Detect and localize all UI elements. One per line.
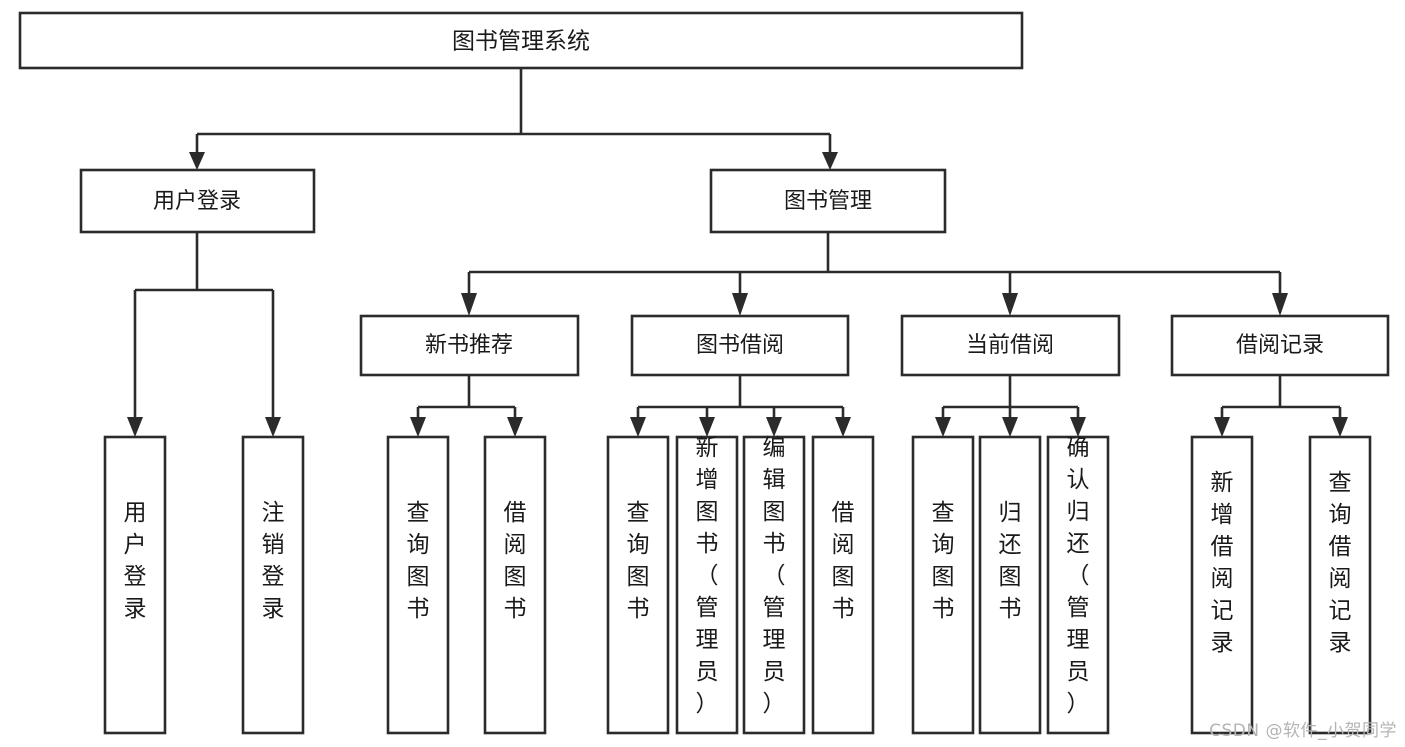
leaf-book-borrow-2[interactable]: 新增图书（管理员） <box>675 435 739 735</box>
node-user-login-label: 用户登录 <box>153 189 241 214</box>
node-new-book-recommend[interactable]: 新书推荐 <box>359 314 580 377</box>
leaf-user-login-1-label: 用户登录 <box>124 500 147 622</box>
leaf-book-borrow-1-box[interactable] <box>606 435 670 735</box>
arrow-nbr-leaf-2 <box>507 417 523 437</box>
leaf-borrow-record-1-label: 新增借阅记录 <box>1211 470 1234 656</box>
node-root-label: 图书管理系统 <box>452 29 590 55</box>
leaf-current-borrow-1[interactable]: 查询图书 <box>911 435 975 735</box>
leaf-current-borrow-3-box[interactable] <box>1046 435 1110 735</box>
leaf-borrow-record-2[interactable]: 查询借阅记录 <box>1308 435 1372 735</box>
leaf-user-login-1[interactable]: 用户登录 <box>103 435 167 735</box>
node-current-borrow-label: 当前借阅 <box>966 333 1054 358</box>
leaf-current-borrow-2-box[interactable] <box>978 435 1042 735</box>
node-book-manage-label: 图书管理 <box>784 189 872 214</box>
node-book-borrow-box[interactable] <box>630 314 850 377</box>
leaf-borrow-record-2-box[interactable] <box>1308 435 1372 735</box>
arrow-nbr-leaf-1 <box>410 417 426 437</box>
leaf-borrow-record-1-box[interactable] <box>1190 435 1254 735</box>
node-new-book-recommend-label: 新书推荐 <box>425 333 513 358</box>
leaf-book-borrow-2-box[interactable] <box>675 435 739 735</box>
node-root[interactable]: 图书管理系统 <box>18 11 1024 70</box>
node-borrow-record[interactable]: 借阅记录 <box>1170 314 1390 377</box>
node-book-borrow-label: 图书借阅 <box>696 333 784 358</box>
leaf-user-login-2-label: 注销登录 <box>262 500 285 622</box>
leaf-book-borrow-1[interactable]: 查询图书 <box>606 435 670 735</box>
node-borrow-record-box[interactable] <box>1170 314 1390 377</box>
node-borrow-record-label: 借阅记录 <box>1236 333 1324 358</box>
node-current-borrow[interactable]: 当前借阅 <box>900 314 1121 377</box>
arrow-to-book-manage <box>822 152 838 170</box>
csdn-watermark: CSDN @软件_小贺同学 <box>1209 721 1397 741</box>
arrow-user-login-leaf-1 <box>127 417 143 437</box>
leaf-new-book-1-box[interactable] <box>386 435 450 735</box>
arrow-bb-leaf-2 <box>699 417 715 437</box>
leaf-current-borrow-3-label: 确认归还（管理员） <box>1067 435 1090 717</box>
arrow-cb-leaf-3 <box>1070 417 1086 437</box>
arrow-user-login-leaf-2 <box>265 417 281 437</box>
arrow-br-leaf-2 <box>1332 417 1348 437</box>
leaf-book-borrow-4-label: 借阅图书 <box>832 500 855 622</box>
node-book-manage-box[interactable] <box>709 168 947 234</box>
leaf-current-borrow-2[interactable]: 归还图书 <box>978 435 1042 735</box>
arrow-bb-leaf-4 <box>835 417 851 437</box>
arrow-cb-leaf-2 <box>1002 417 1018 437</box>
leaf-current-borrow-1-label: 查询图书 <box>932 500 955 622</box>
arrow-br-leaf-1 <box>1214 417 1230 437</box>
node-new-book-recommend-box[interactable] <box>359 314 580 377</box>
leaf-new-book-1-label: 查询图书 <box>407 500 430 622</box>
leaf-borrow-record-1[interactable]: 新增借阅记录 <box>1190 435 1254 735</box>
leaf-current-borrow-1-box[interactable] <box>911 435 975 735</box>
leaf-book-borrow-3-box[interactable] <box>742 435 806 735</box>
leaf-book-borrow-2-label: 新增图书（管理员） <box>696 435 719 717</box>
leaf-user-login-2-box[interactable] <box>241 435 305 735</box>
leaf-book-borrow-1-label: 查询图书 <box>627 500 650 622</box>
node-user-login[interactable]: 用户登录 <box>79 168 316 234</box>
node-book-borrow[interactable]: 图书借阅 <box>630 314 850 377</box>
arrow-bb-leaf-3 <box>766 417 782 437</box>
leaf-book-borrow-3-label: 编辑图书（管理员） <box>763 435 786 717</box>
leaf-current-borrow-2-label: 归还图书 <box>999 500 1022 622</box>
arrow-bb-leaf-1 <box>630 417 646 437</box>
leaf-new-book-1[interactable]: 查询图书 <box>386 435 450 735</box>
leaf-new-book-2[interactable]: 借阅图书 <box>483 435 547 735</box>
arrow-l3-current-borrow <box>1002 293 1018 316</box>
arrow-to-user-login <box>189 152 205 170</box>
leaf-user-login-1-box[interactable] <box>103 435 167 735</box>
leaf-book-borrow-4-box[interactable] <box>811 435 875 735</box>
leaf-user-login-2[interactable]: 注销登录 <box>241 435 305 735</box>
arrow-l3-book-borrow <box>732 293 748 316</box>
leaf-current-borrow-3[interactable]: 确认归还（管理员） <box>1046 435 1110 735</box>
arrow-l3-borrow-record <box>1272 293 1288 316</box>
node-book-manage[interactable]: 图书管理 <box>709 168 947 234</box>
arrow-cb-leaf-1 <box>935 417 951 437</box>
leaf-new-book-2-box[interactable] <box>483 435 547 735</box>
leaf-book-borrow-3[interactable]: 编辑图书（管理员） <box>742 435 806 735</box>
node-root-box[interactable] <box>18 11 1024 70</box>
leaf-borrow-record-2-label: 查询借阅记录 <box>1329 470 1352 656</box>
leaf-new-book-2-label: 借阅图书 <box>504 500 527 622</box>
arrow-l3-new-book <box>461 293 477 316</box>
node-current-borrow-box[interactable] <box>900 314 1121 377</box>
leaf-book-borrow-4[interactable]: 借阅图书 <box>811 435 875 735</box>
